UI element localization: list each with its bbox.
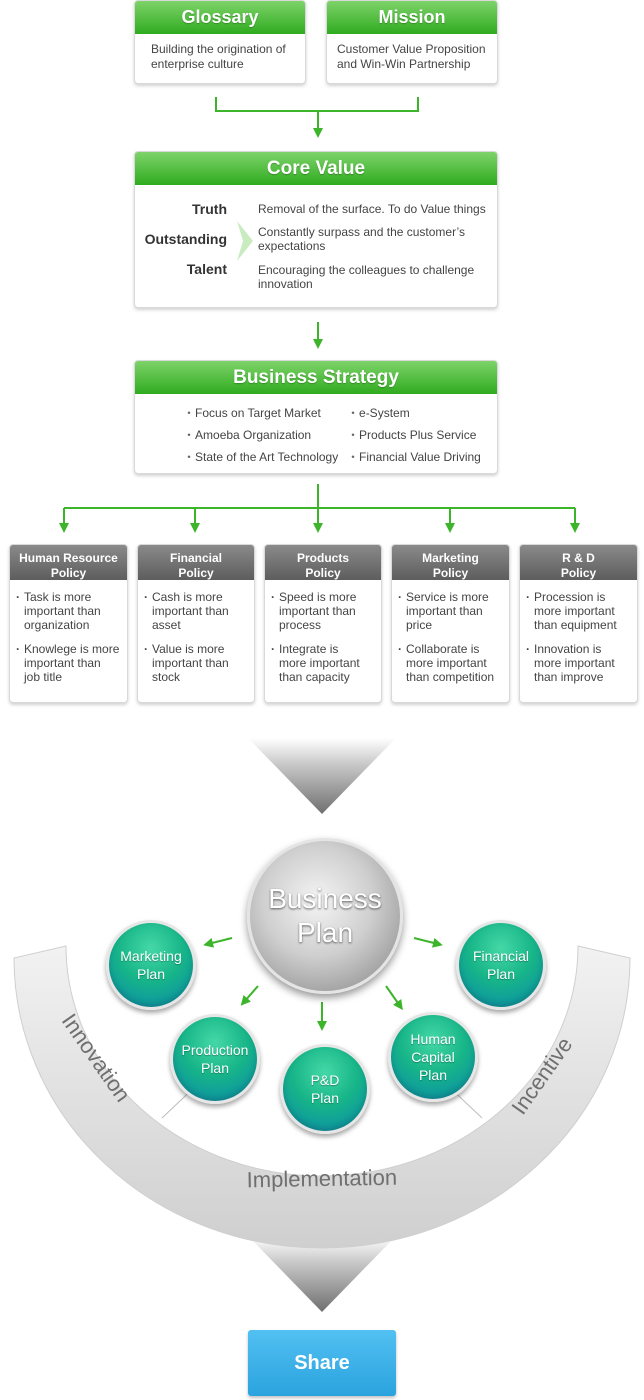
core-value-description-line: Removal of the surface. To do Value thin… — [258, 202, 486, 216]
strategy-item: ・Amoeba Organization — [183, 428, 312, 442]
core-value-label: Outstanding — [144, 231, 227, 247]
core-value-label: Talent — [186, 261, 227, 277]
glossary-title: Glossary — [135, 1, 305, 34]
core-value-description: Removal of the surface. To do Value thin… — [258, 202, 497, 216]
business-plan-center-line: Business — [268, 883, 382, 914]
mission-card: Mission Customer Value Proposition and W… — [326, 0, 498, 84]
strategy-item: ・Products Plus Service — [347, 428, 477, 442]
core-value-description-line: Encouraging the colleagues to challenge — [258, 263, 475, 277]
connector-top-bracket — [215, 97, 419, 112]
arrow-to-human-capital-plan — [385, 985, 403, 1011]
core-value-label: Truth — [192, 201, 227, 217]
business-plan-center: Business Plan — [247, 838, 403, 994]
glossary-body-line: Building the origination of — [151, 42, 286, 56]
strategy-item: ・Focus on Target Market — [183, 406, 321, 420]
mission-body-line: and Win-Win Partnership — [337, 57, 471, 71]
mission-title: Mission — [327, 1, 497, 34]
core-value-description-line: innovation — [258, 277, 313, 291]
share-button[interactable]: Share — [248, 1330, 396, 1396]
business-strategy-title: Business Strategy — [135, 361, 497, 394]
funnel-arrow-bottom — [248, 1236, 396, 1312]
strategy-item: ・Financial Value Driving — [347, 450, 481, 464]
core-value-description-line: Constantly surpass and the customer’s — [258, 225, 465, 239]
business-strategy-card: Business Strategy ・Focus on Target Marke… — [134, 360, 498, 474]
strategy-item: ・e-System — [347, 406, 410, 420]
strategy-item: ・State of the Art Technology — [183, 450, 339, 464]
plan-arc-band — [13, 945, 631, 1249]
arrow-to-marketing-plan — [203, 937, 233, 948]
arrow-to-production-plan — [240, 985, 259, 1006]
funnel-arrow-top — [248, 738, 396, 814]
core-value-chevron-icon — [237, 221, 253, 261]
core-value-description: Constantly surpass and the customer’s ex… — [258, 225, 497, 253]
mission-body-line: Customer Value Proposition — [337, 42, 486, 56]
core-value-description-line: expectations — [258, 239, 326, 253]
glossary-body: Building the origination of enterprise c… — [135, 34, 305, 72]
glossary-card: Glossary Building the origination of ent… — [134, 0, 306, 84]
business-plan-center-line: Plan — [296, 917, 354, 948]
core-value-description: Encouraging the colleagues to challenge … — [258, 263, 497, 291]
core-value-title: Core Value — [135, 152, 497, 185]
core-value-card: Core Value Truth Outstanding Talent Remo… — [134, 151, 498, 308]
mission-body: Customer Value Proposition and Win-Win P… — [327, 34, 497, 72]
arc-label-implementation: Implementation — [246, 1165, 397, 1193]
glossary-body-line: enterprise culture — [151, 57, 244, 71]
arrow-to-financial-plan — [413, 937, 443, 948]
